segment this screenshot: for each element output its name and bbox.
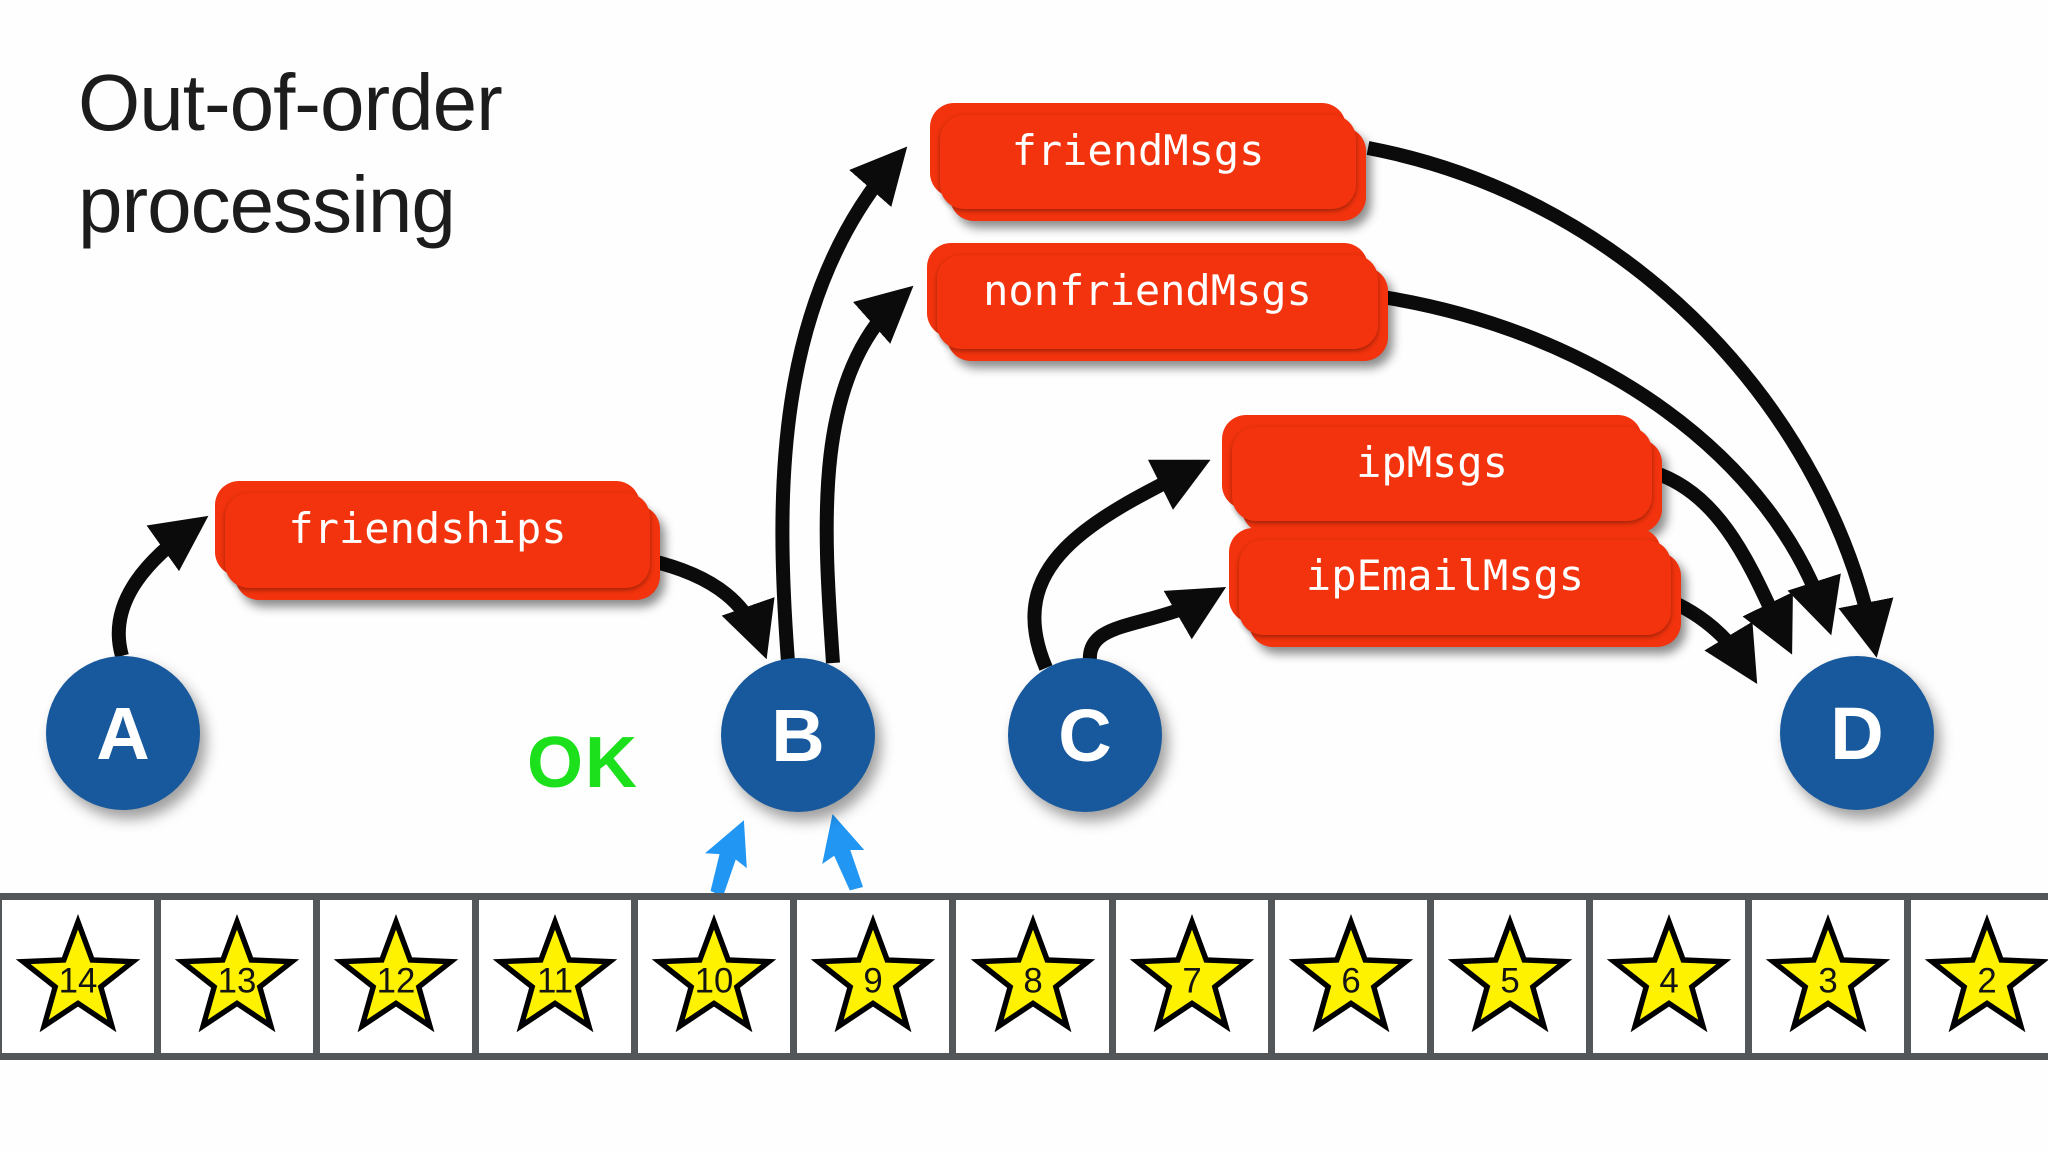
star-icon: 12	[333, 913, 459, 1032]
event-number: 12	[377, 961, 416, 1000]
stream-box-friendships: friendships	[215, 481, 640, 576]
arrow-b-to-friendmsgs	[775, 146, 908, 663]
timeline-cell: 8	[956, 900, 1109, 1053]
timeline-cell: 12	[320, 900, 473, 1053]
stream-label: ipEmailMsgs	[1305, 551, 1585, 600]
event-number: 10	[695, 961, 734, 1000]
stream-box-ipemailmsgs: ipEmailMsgs	[1229, 528, 1661, 623]
timeline-cell: 2	[1910, 900, 2048, 1053]
event-number: 3	[1818, 961, 1837, 1000]
node-d: D	[1780, 656, 1934, 810]
arrow-friendships-to-b	[646, 553, 775, 660]
timeline-cell: 14	[2, 900, 155, 1053]
star-icon: 14	[15, 913, 141, 1032]
event-number: 6	[1341, 961, 1360, 1000]
event-number: 13	[218, 961, 257, 1000]
ok-annotation: OK	[527, 723, 639, 803]
timeline-cell: 9	[797, 900, 950, 1053]
arrow-c-to-ipmsgs	[1027, 459, 1211, 671]
arrow-a-to-friendships	[111, 515, 209, 658]
event-number: 5	[1500, 961, 1519, 1000]
event-number: 11	[537, 961, 573, 1000]
star-icon: 9	[811, 913, 936, 1032]
node-c-label: C	[1058, 693, 1112, 777]
stream-label: friendMsgs	[1011, 125, 1265, 175]
star-icon: 8	[970, 913, 1095, 1032]
star-icon: 10	[652, 913, 777, 1032]
arrow-friendmsgs-to-d	[1366, 141, 1894, 658]
timeline-cell: 5	[1433, 900, 1586, 1053]
event-number: 7	[1182, 961, 1201, 1000]
timeline-cell: 10	[638, 900, 791, 1053]
node-b-label: B	[771, 693, 825, 777]
star-icon: 2	[1924, 913, 2048, 1032]
event-number: 4	[1659, 961, 1678, 1000]
page-title-line2: processing	[78, 160, 456, 250]
stream-label: nonfriendMsgs	[983, 265, 1312, 315]
node-c: C	[1008, 658, 1162, 812]
arrow-b-to-nonfriendmsgs	[819, 285, 914, 664]
stream-box-ipmsgs: ipMsgs	[1222, 415, 1642, 509]
event-number: 2	[1977, 961, 1996, 1000]
node-d-label: D	[1830, 691, 1884, 775]
star-icon: 5	[1447, 913, 1572, 1032]
node-b: B	[721, 658, 875, 812]
cursor-arrow-icon	[822, 814, 865, 891]
arrow-nonfriendmsgs-to-d	[1374, 289, 1841, 636]
timeline-cell: 7	[1115, 900, 1268, 1053]
page-title-line1: Out-of-order	[78, 58, 503, 147]
node-a: A	[46, 656, 200, 810]
event-number: 8	[1023, 961, 1042, 1000]
timeline-cell: 4	[1592, 900, 1745, 1053]
star-icon: 7	[1129, 913, 1254, 1032]
star-icon: 6	[1288, 913, 1413, 1032]
arrow-ipmsgs-to-d	[1649, 465, 1793, 655]
star-icon: 11	[493, 913, 618, 1032]
timeline-cell: 13	[161, 900, 314, 1053]
stream-label: friendships	[288, 504, 567, 553]
cursor-arrow-icon	[705, 820, 747, 897]
event-number: 14	[59, 961, 98, 1000]
star-icon: 13	[174, 913, 300, 1032]
arrow-c-to-ipemailmsgs	[1082, 586, 1227, 663]
star-icon: 3	[1765, 913, 1891, 1032]
stream-label: ipMsgs	[1356, 437, 1508, 487]
page-title: Out-of-order processing	[78, 52, 503, 257]
timeline-cell: 11	[479, 900, 632, 1053]
timeline-cell: 3	[1751, 900, 1904, 1053]
node-a-label: A	[96, 691, 150, 775]
stream-box-nonfriendmsgs: nonfriendMsgs	[927, 243, 1368, 337]
event-timeline: 14 13 12 11 10	[0, 893, 2048, 1060]
timeline-cell: 6	[1274, 900, 1427, 1053]
stream-box-friendmsgs: friendMsgs	[930, 103, 1346, 197]
event-number: 9	[864, 961, 883, 1000]
star-icon: 4	[1606, 913, 1732, 1032]
